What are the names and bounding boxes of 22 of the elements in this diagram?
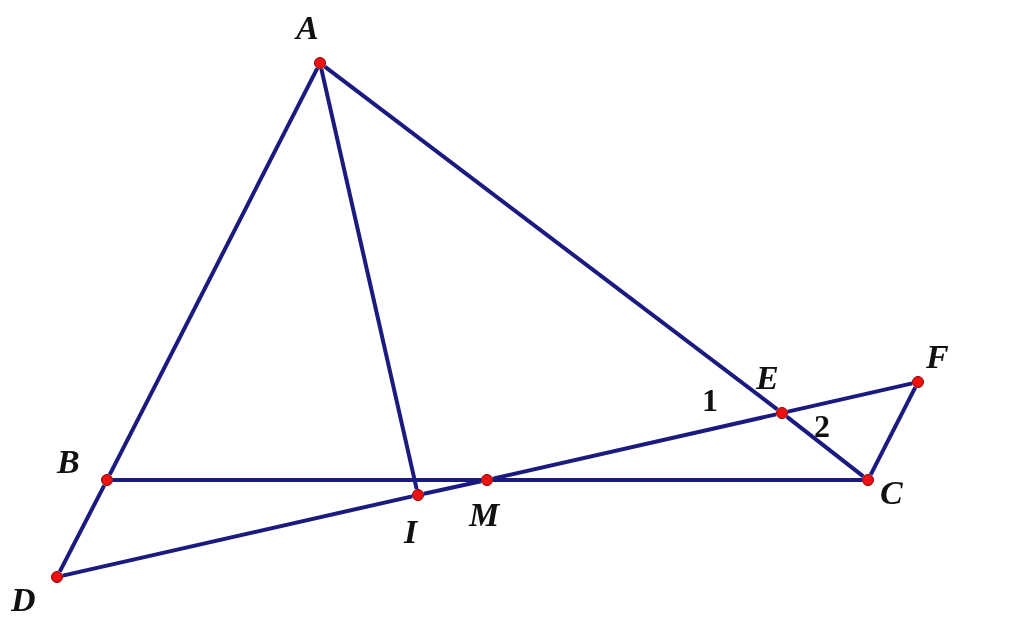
line-segment (493, 478, 862, 482)
angle-label: 1 (702, 384, 718, 416)
point-label: C (880, 476, 903, 510)
line-segment (62, 494, 413, 578)
angle-label: 2 (814, 410, 830, 442)
point-label: I (404, 515, 418, 549)
point-label: A (296, 11, 319, 45)
point-label: D (11, 583, 36, 617)
line-segment (785, 415, 865, 478)
line-segment (323, 65, 779, 411)
line-segment (319, 68, 419, 490)
point-label: E (756, 361, 779, 395)
line-segment (57, 484, 107, 573)
point-label: M (469, 498, 500, 532)
line-segment (787, 381, 913, 414)
point-label: B (57, 445, 80, 479)
line-segment (113, 478, 481, 482)
line-segment (107, 67, 320, 476)
line-segment (868, 386, 918, 476)
line-segment (492, 412, 777, 481)
line-segment (423, 479, 482, 496)
point-label: F (926, 340, 949, 374)
